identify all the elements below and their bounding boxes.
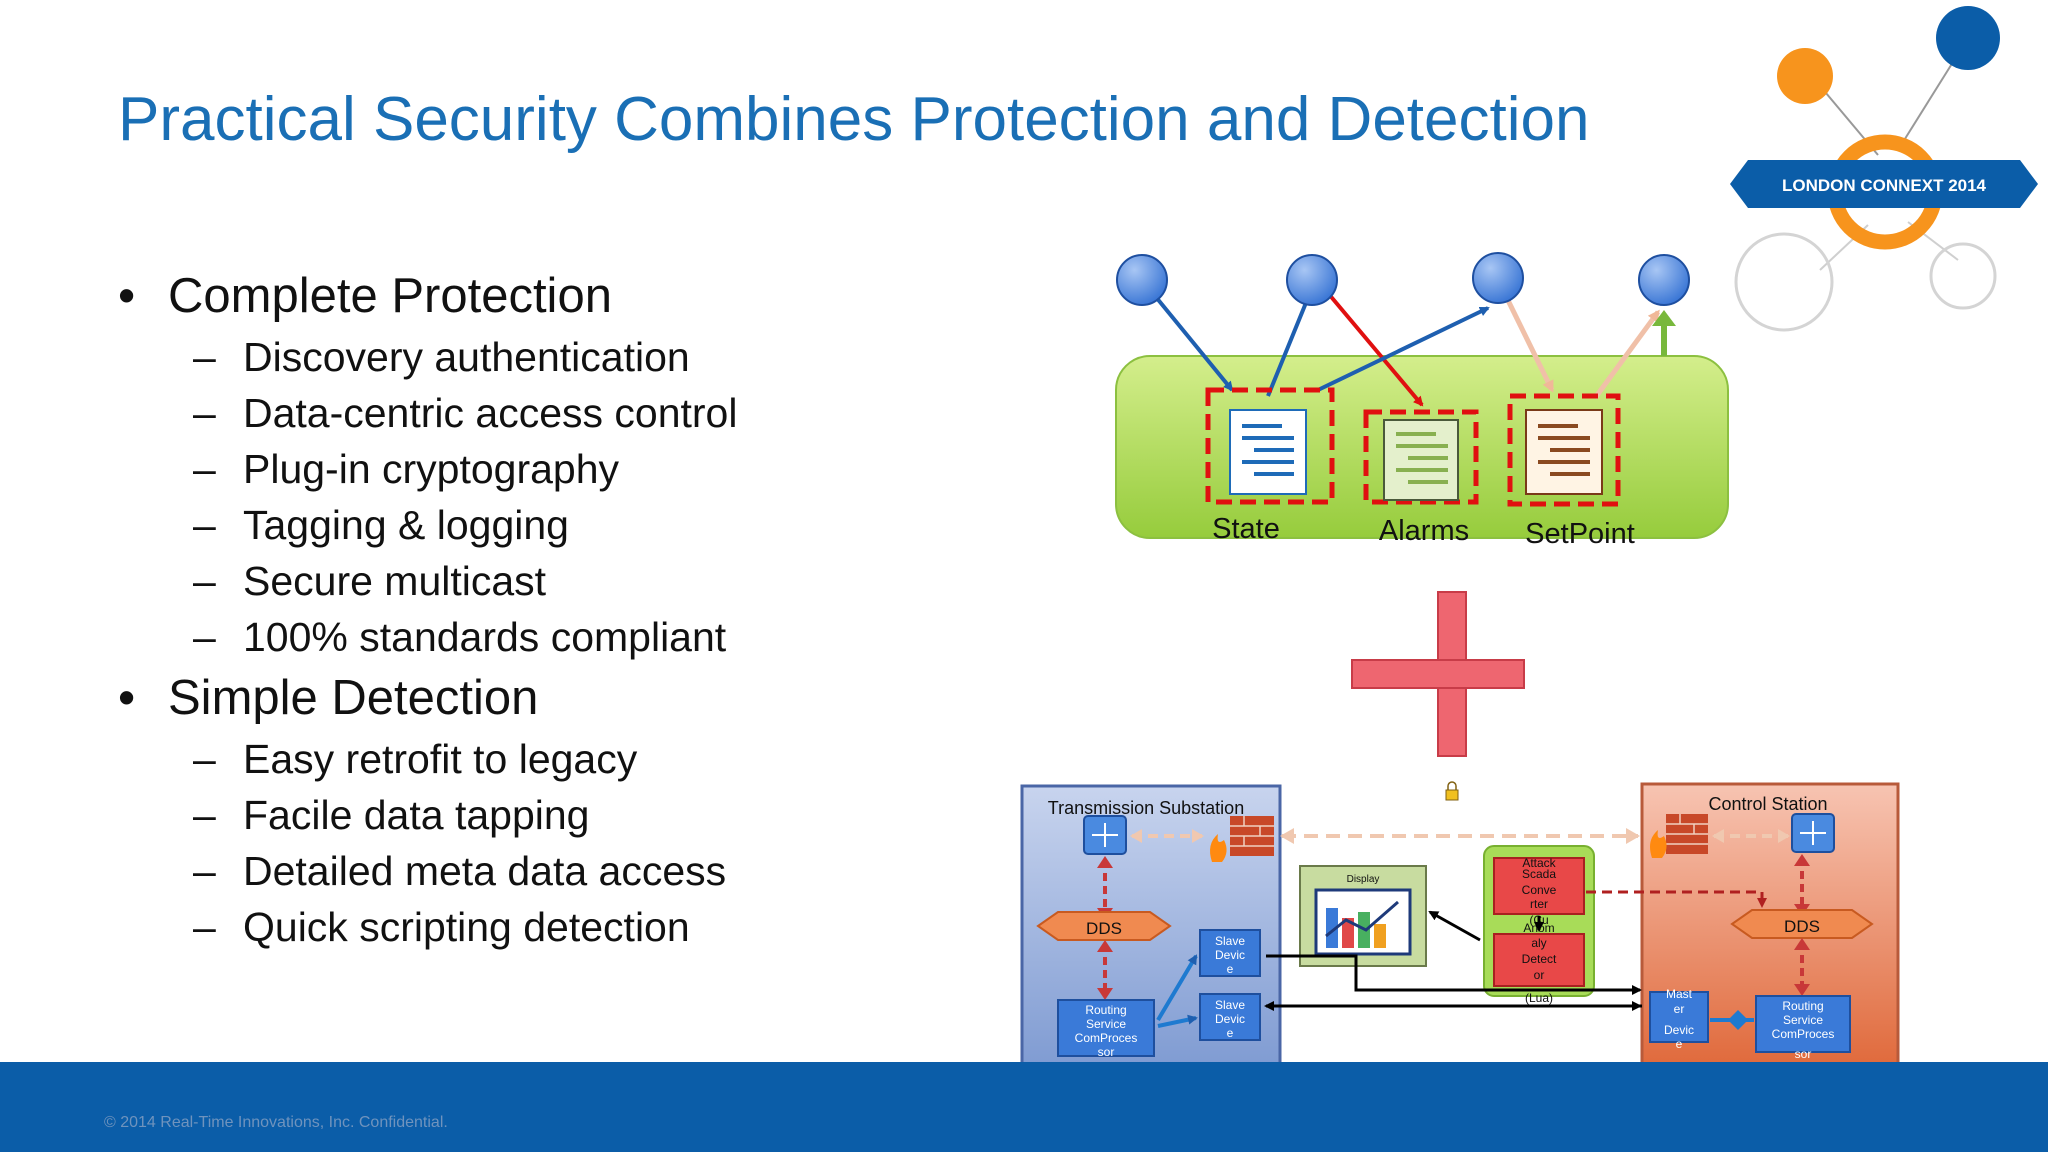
logo-text: LONDON CONNEXT 2014 — [1782, 176, 1987, 195]
footer-copyright: © 2014 Real-Time Innovations, Inc. Confi… — [104, 1114, 448, 1131]
svg-text:Routing: Routing — [1085, 1003, 1126, 1017]
dash-marker: – — [193, 848, 216, 894]
svg-text:Detect: Detect — [1522, 952, 1557, 966]
transmission-substation: Transmission Substation DDS — [1020, 784, 1282, 1070]
dds-label: DDS — [1784, 917, 1820, 936]
dds-label: DDS — [1086, 919, 1122, 938]
participant-node — [1116, 254, 1168, 306]
display-panel: Display — [1299, 865, 1427, 967]
svg-text:sor: sor — [1098, 1045, 1115, 1059]
svg-text:e: e — [1227, 962, 1234, 976]
logo-blue-dot — [1936, 6, 2000, 70]
dds-bus — [1730, 909, 1874, 939]
scada-converter: Attack Scada Conve rter (Cu — [1493, 856, 1585, 927]
participant-node — [1638, 254, 1690, 306]
svg-text:Devic: Devic — [1664, 1023, 1694, 1037]
participant-node — [1472, 252, 1524, 304]
footer-bar — [0, 1062, 2048, 1152]
sub-bullet-text: 100% standards compliant — [243, 614, 727, 660]
slave-device-1: Slave Devic e — [1199, 929, 1261, 977]
lock-icon — [1445, 781, 1459, 801]
svg-text:Slave: Slave — [1215, 998, 1245, 1012]
dash-marker: – — [193, 792, 216, 838]
sub-bullet-text: Tagging & logging — [243, 502, 569, 548]
dash-marker: – — [193, 334, 216, 380]
firewall-icon — [1650, 814, 1708, 858]
svg-text:Devic: Devic — [1215, 1012, 1245, 1026]
bullet-heading: Complete Protection — [168, 269, 612, 323]
topic-label: Alarms — [1379, 515, 1469, 547]
bullet-dot: • — [118, 269, 136, 323]
sub-bullet-text: Plug-in cryptography — [243, 446, 620, 492]
participant-node — [1286, 254, 1338, 306]
dash-marker: – — [193, 446, 216, 492]
svg-text:Scada: Scada — [1522, 867, 1556, 881]
svg-text:Devic: Devic — [1215, 948, 1245, 962]
sub-bullet-text: Secure multicast — [243, 558, 547, 604]
sub-bullet-text: Data-centric access control — [243, 390, 738, 436]
bullet-dot: • — [118, 671, 136, 725]
protection-diagram: State Alarms SetPoint — [1115, 252, 1729, 550]
svg-text:ComProces: ComProces — [1772, 1027, 1835, 1041]
logo-orange-dot — [1777, 48, 1833, 104]
logo-banner — [1730, 160, 2038, 208]
svg-text:e: e — [1227, 1026, 1234, 1040]
system-diagram: Transmission Substation DDS — [1020, 781, 1900, 1070]
sub-bullet-text: Detailed meta data access — [243, 848, 727, 894]
topic-state: State — [1205, 387, 1335, 545]
bullet-heading: Simple Detection — [168, 671, 539, 725]
firewall-icon — [1210, 816, 1274, 862]
master-device: Mast er Devic e — [1649, 987, 1709, 1051]
dash-marker: – — [193, 390, 216, 436]
station-title: Control Station — [1708, 794, 1827, 814]
dash-marker: – — [193, 904, 216, 950]
svg-text:Service: Service — [1086, 1017, 1126, 1031]
sub-bullet-text: Quick scripting detection — [243, 904, 690, 950]
dash-marker: – — [193, 502, 216, 548]
topic-label: State — [1212, 513, 1280, 545]
chart-icon — [1325, 900, 1399, 948]
svg-text:er: er — [1674, 1002, 1685, 1016]
svg-text:aly: aly — [1531, 936, 1546, 950]
substation-title: Transmission Substation — [1048, 798, 1244, 818]
svg-text:or: or — [1534, 968, 1545, 982]
sub-bullet-text: Discovery authentication — [243, 334, 690, 380]
attack-detection-box: Attack Scada Conve rter (Cu Anom aly Det… — [1483, 845, 1595, 1005]
topic-setpoint: SetPoint — [1507, 393, 1635, 550]
svg-text:Service: Service — [1783, 1013, 1823, 1027]
dash-marker: – — [193, 614, 216, 660]
routing-service: Routing Service ComProces sor — [1755, 995, 1851, 1061]
slide-title: Practical Security Combines Protection a… — [118, 85, 1590, 154]
sub-bullet-text: Facile data tapping — [243, 792, 590, 838]
svg-text:Mast: Mast — [1666, 987, 1693, 1001]
svg-text:sor: sor — [1795, 1047, 1812, 1061]
sub-bullet-text: Easy retrofit to legacy — [243, 736, 638, 782]
anomaly-detector: Anom aly Detect or (Lua) — [1493, 921, 1585, 1005]
svg-text:Conve: Conve — [1522, 883, 1557, 897]
svg-text:Slave: Slave — [1215, 934, 1245, 948]
plus-icon — [1351, 591, 1525, 757]
topic-label: SetPoint — [1525, 518, 1635, 550]
control-station: Control Station DDS — [1640, 782, 1900, 1068]
svg-text:(Lua): (Lua) — [1525, 991, 1553, 1005]
dash-marker: – — [193, 736, 216, 782]
slave-device-2: Slave Devic e — [1199, 993, 1261, 1041]
topic-alarms: Alarms — [1363, 409, 1479, 547]
dash-marker: – — [193, 558, 216, 604]
security-diagram: State Alarms SetPoint — [1020, 252, 1900, 1070]
svg-text:ComProces: ComProces — [1075, 1031, 1138, 1045]
svg-text:Attack: Attack — [1522, 856, 1556, 870]
display-label: Display — [1347, 874, 1380, 885]
svg-text:e: e — [1676, 1037, 1683, 1051]
conference-logo: LONDON CONNEXT 2014 — [1730, 6, 2038, 332]
svg-text:Routing: Routing — [1782, 999, 1823, 1013]
routing-service: Routing Service ComProces sor — [1057, 999, 1155, 1059]
dds-bus — [1036, 911, 1172, 941]
svg-text:rter: rter — [1530, 897, 1548, 911]
